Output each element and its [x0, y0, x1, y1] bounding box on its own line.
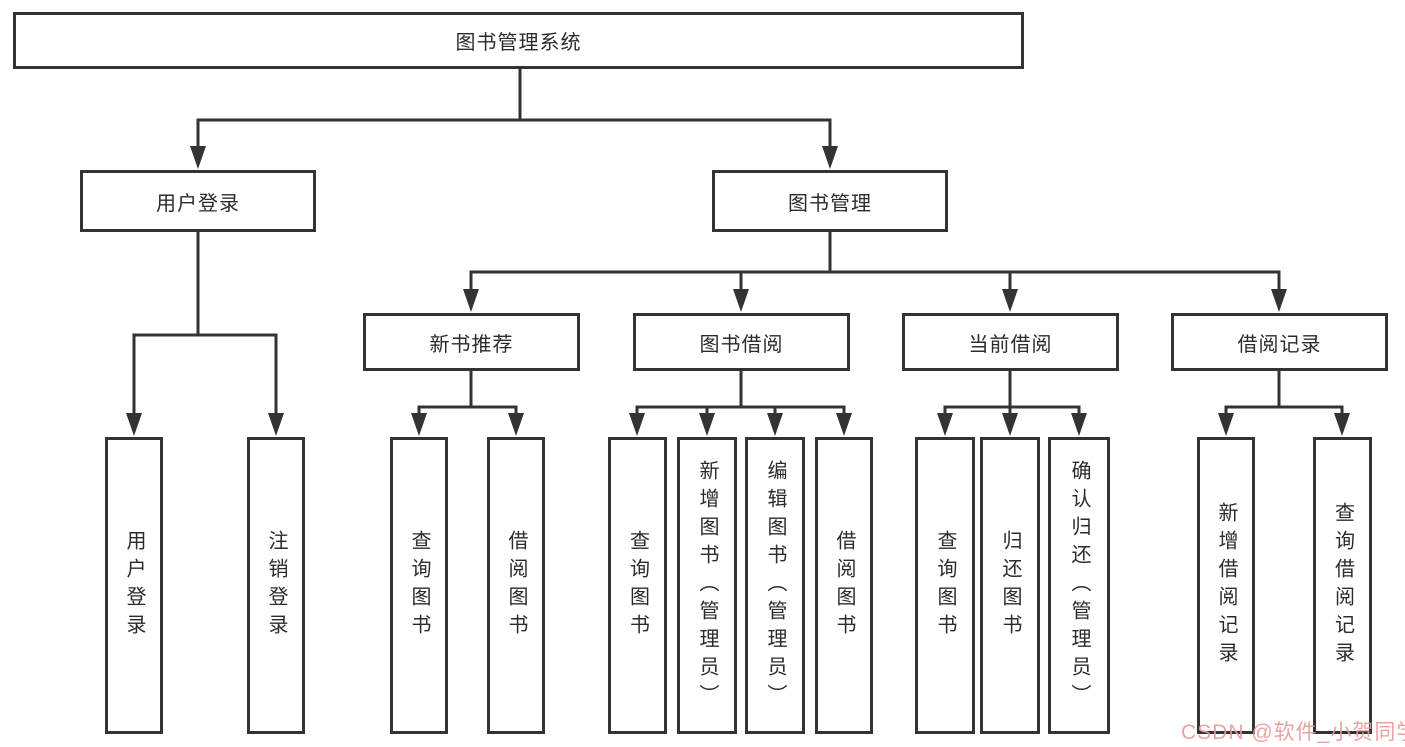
connector-newbook-to-leaves: [417, 368, 518, 419]
connector-root-to-level2: [196, 66, 832, 152]
node-book-borrow: 图书借阅: [633, 313, 850, 371]
arrowheads: [126, 146, 1350, 436]
leaf-add-borrow-record: 新增借阅记录: [1197, 437, 1255, 734]
connector-curborrow-to-leaves: [943, 368, 1081, 419]
connector-borrowrec-to-leaves: [1224, 368, 1344, 419]
leaf-query-borrow-record: 查询借阅记录: [1313, 437, 1372, 734]
leaf-borrow-books: 借阅图书: [487, 437, 545, 734]
node-label: 编辑图书（管理员）: [764, 459, 786, 712]
leaf-query-books: 查询图书: [915, 437, 975, 734]
node-current-borrow: 当前借阅: [902, 313, 1119, 371]
node-user-login: 用户登录: [80, 170, 316, 232]
connector-bookmgmt-to-level3: [469, 229, 1281, 295]
leaf-add-books-admin: 新增图书（管理员）: [677, 437, 737, 734]
node-borrow-records: 借阅记录: [1171, 313, 1388, 371]
node-label: 新书推荐: [429, 333, 514, 356]
node-label: 图书管理系统: [455, 32, 582, 54]
leaf-query-books: 查询图书: [390, 437, 448, 734]
leaf-borrow-books: 借阅图书: [815, 437, 873, 734]
leaf-edit-books-admin: 编辑图书（管理员）: [745, 437, 805, 734]
node-label: 归还图书: [999, 529, 1021, 642]
node-label: 确认归还（管理员）: [1068, 459, 1090, 712]
connector-bookborrow-to-leaves: [635, 368, 846, 419]
node-label: 新增图书（管理员）: [696, 459, 718, 712]
node-label: 查询图书: [626, 529, 649, 642]
leaf-query-books: 查询图书: [608, 437, 667, 734]
node-label: 用户登录: [123, 529, 145, 642]
leaf-return-books: 归还图书: [980, 437, 1040, 734]
node-label: 新增借阅记录: [1215, 501, 1237, 670]
connector-userlogin-to-leaves: [132, 229, 278, 419]
node-label: 图书管理: [788, 192, 872, 215]
node-new-book-recommend: 新书推荐: [363, 313, 580, 371]
csdn-watermark: CSDN @软件_小贺同学: [1181, 721, 1405, 744]
node-label: 借阅图书: [833, 529, 855, 642]
node-label: 借阅记录: [1237, 333, 1322, 356]
node-label: 图书借阅: [699, 333, 784, 356]
leaf-confirm-return-admin: 确认归还（管理员）: [1048, 437, 1110, 734]
node-library-system: 图书管理系统: [13, 12, 1024, 69]
node-book-management: 图书管理: [712, 170, 948, 232]
node-label: 查询图书: [934, 529, 956, 642]
leaf-logout: 注销登录: [247, 437, 305, 734]
node-label: 用户登录: [156, 192, 240, 215]
node-label: 借阅图书: [505, 529, 527, 642]
node-label: 当前借阅: [968, 333, 1053, 356]
leaf-user-login: 用户登录: [105, 437, 163, 734]
node-label: 查询借阅记录: [1331, 501, 1354, 670]
node-label: 注销登录: [265, 529, 287, 642]
node-label: 查询图书: [408, 529, 430, 642]
